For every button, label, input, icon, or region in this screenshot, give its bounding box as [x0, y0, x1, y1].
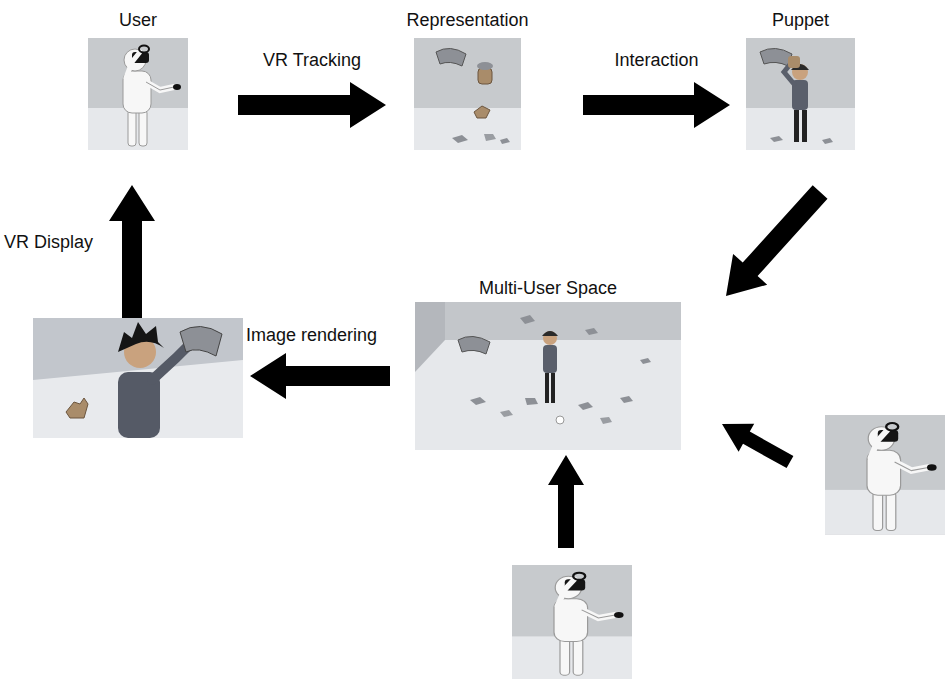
hand	[474, 106, 490, 118]
arrow-label: Interaction	[612, 49, 700, 71]
leg	[551, 373, 555, 403]
object	[822, 138, 833, 144]
arrow-label: VR Tracking	[261, 49, 363, 71]
hand	[478, 68, 492, 84]
object	[620, 396, 633, 403]
wall	[33, 318, 243, 438]
image-node: Representation	[402, 8, 533, 150]
headset	[180, 326, 222, 356]
wall	[746, 38, 855, 150]
object	[500, 410, 513, 417]
floor	[746, 108, 855, 150]
torso	[543, 345, 557, 373]
object	[484, 134, 496, 141]
display-arrow	[109, 185, 155, 318]
leg	[794, 110, 799, 142]
controller	[477, 62, 493, 70]
flow-arrow	[726, 185, 828, 296]
image-node: Multi-User Space	[415, 276, 681, 450]
hair	[118, 322, 164, 352]
wall	[414, 38, 521, 150]
headset	[760, 48, 792, 66]
object	[770, 136, 783, 142]
floor	[33, 360, 243, 438]
node-title: Multi-User Space	[415, 276, 681, 300]
input-arrow	[722, 424, 793, 468]
arrow-label: VR Display	[2, 231, 95, 253]
node-title: User	[88, 8, 188, 32]
headset	[436, 48, 466, 66]
object	[470, 397, 486, 405]
representation-image	[414, 38, 521, 150]
image-node: User	[88, 8, 188, 150]
render-arrow	[250, 353, 390, 399]
node-title: Representation	[402, 8, 533, 32]
arm	[152, 344, 190, 380]
wall	[415, 302, 681, 450]
user-image	[512, 565, 632, 679]
node-title: Puppet	[746, 8, 855, 32]
floor	[414, 108, 521, 150]
head	[543, 331, 557, 345]
object	[600, 417, 612, 424]
object	[520, 315, 535, 324]
floor	[415, 340, 681, 450]
input-arrow	[548, 455, 584, 548]
hand	[788, 56, 800, 68]
object	[585, 328, 598, 335]
arrow-label: Image rendering	[244, 324, 379, 346]
rendered-view-image	[33, 318, 243, 438]
hand	[66, 398, 88, 418]
object	[500, 138, 510, 144]
image-node: Puppet	[746, 8, 855, 150]
leg	[545, 373, 549, 403]
leg	[802, 110, 807, 142]
object	[452, 135, 468, 143]
hair	[542, 331, 558, 336]
multi-user-image	[415, 302, 681, 450]
flow-arrow	[238, 82, 386, 128]
flow-arrow	[583, 82, 730, 128]
object	[556, 416, 564, 424]
user-image	[88, 38, 188, 150]
headset	[458, 336, 490, 354]
puppet-image	[746, 38, 855, 150]
object	[640, 358, 651, 364]
object	[578, 402, 593, 410]
object	[525, 398, 538, 405]
user-image	[825, 415, 945, 535]
